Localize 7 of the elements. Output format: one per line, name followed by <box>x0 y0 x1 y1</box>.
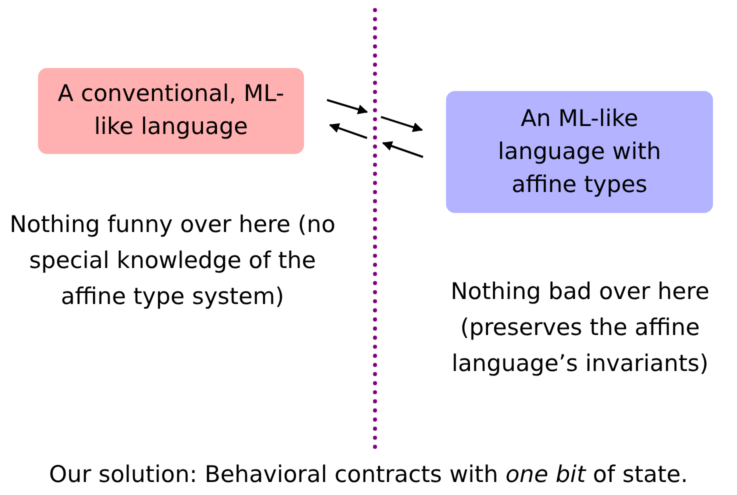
caption: Our solution: Behavioral contracts with one bit of state. <box>48 462 689 488</box>
rounded-box <box>446 91 713 213</box>
note-text: Nothing bad over here (preserves the affine language’s invariants) <box>450 278 710 379</box>
box-text: An ML-like language with affine types <box>496 104 662 200</box>
note-text: Nothing funny over here (no special knowledge of the affine type system) <box>8 211 336 312</box>
box-text: A conventional, ML-like language <box>56 80 286 142</box>
rounded-box <box>38 68 304 154</box>
